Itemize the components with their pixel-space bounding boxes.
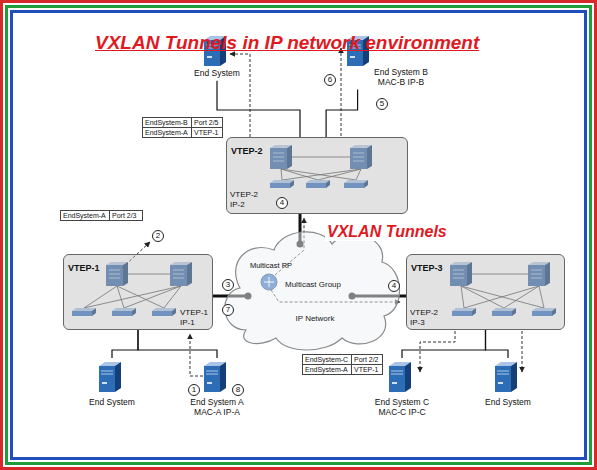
end-system: End System [78, 358, 146, 410]
diagram-title: VXLAN Tunnels in IP network environment [95, 32, 479, 54]
lan-link [138, 330, 217, 358]
ip-network-cloud: Multicast GroupIP NetworkMulticast RP [248, 244, 352, 340]
table-cell: EndSystem-A [60, 210, 110, 221]
node-text: End System C MAC-C IP-C [366, 398, 438, 418]
multicast-rp: Multicast RP [244, 262, 298, 301]
lan-link [402, 330, 486, 358]
callout-number: 3 [222, 279, 234, 291]
callout-number: 7 [222, 304, 234, 316]
vtep-heading: VTEP-3 [411, 263, 443, 273]
table-cell: EndSystem-A [142, 127, 192, 138]
callout-number: 4 [388, 280, 400, 292]
lan-link [112, 330, 138, 358]
callout-number: 6 [324, 74, 336, 86]
vtep-address: VTEP-1 IP-1 [180, 308, 212, 327]
vtep-box: VTEP-2 [226, 137, 408, 214]
table-cell: VTEP-1 [351, 364, 383, 375]
callout-number: 2 [152, 230, 164, 242]
table-cell: VTEP-1 [191, 127, 223, 138]
vtep-box: VTEP-3 [406, 254, 565, 330]
callout-number: 8 [232, 384, 244, 396]
cloud-shape [225, 232, 400, 350]
table-cell: EndSystem-A [302, 364, 352, 375]
table-cell: Port 2/3 [109, 210, 143, 221]
node-text: IP Network [285, 314, 345, 323]
vtep-heading: VTEP-1 [68, 263, 100, 273]
node-text: End System [78, 398, 146, 408]
lan-link [486, 330, 509, 358]
vtep-address: VTEP-2 IP-3 [410, 308, 444, 327]
tunnel-label: VXLAN Tunnels [325, 223, 449, 241]
node-text: End System A MAC-A IP-A [180, 398, 254, 418]
callout-number: 5 [376, 98, 388, 110]
lan-link [217, 81, 300, 137]
end-system: End System [474, 358, 542, 410]
vtep-address: VTEP-2 IP-2 [230, 190, 264, 209]
lan-link [326, 90, 358, 137]
cloud-outline [218, 226, 402, 354]
node-text: End System B MAC-B IP-B [367, 68, 435, 88]
server-icons [99, 36, 517, 392]
node-text: End System [474, 398, 542, 408]
node-text: End System [185, 69, 249, 79]
node-text: Multicast Group [280, 280, 346, 289]
callout-number: 1 [188, 384, 200, 396]
node-text: Multicast RP [244, 262, 298, 271]
vtep-heading: VTEP-2 [231, 146, 263, 156]
callout-number: 4 [276, 197, 288, 209]
